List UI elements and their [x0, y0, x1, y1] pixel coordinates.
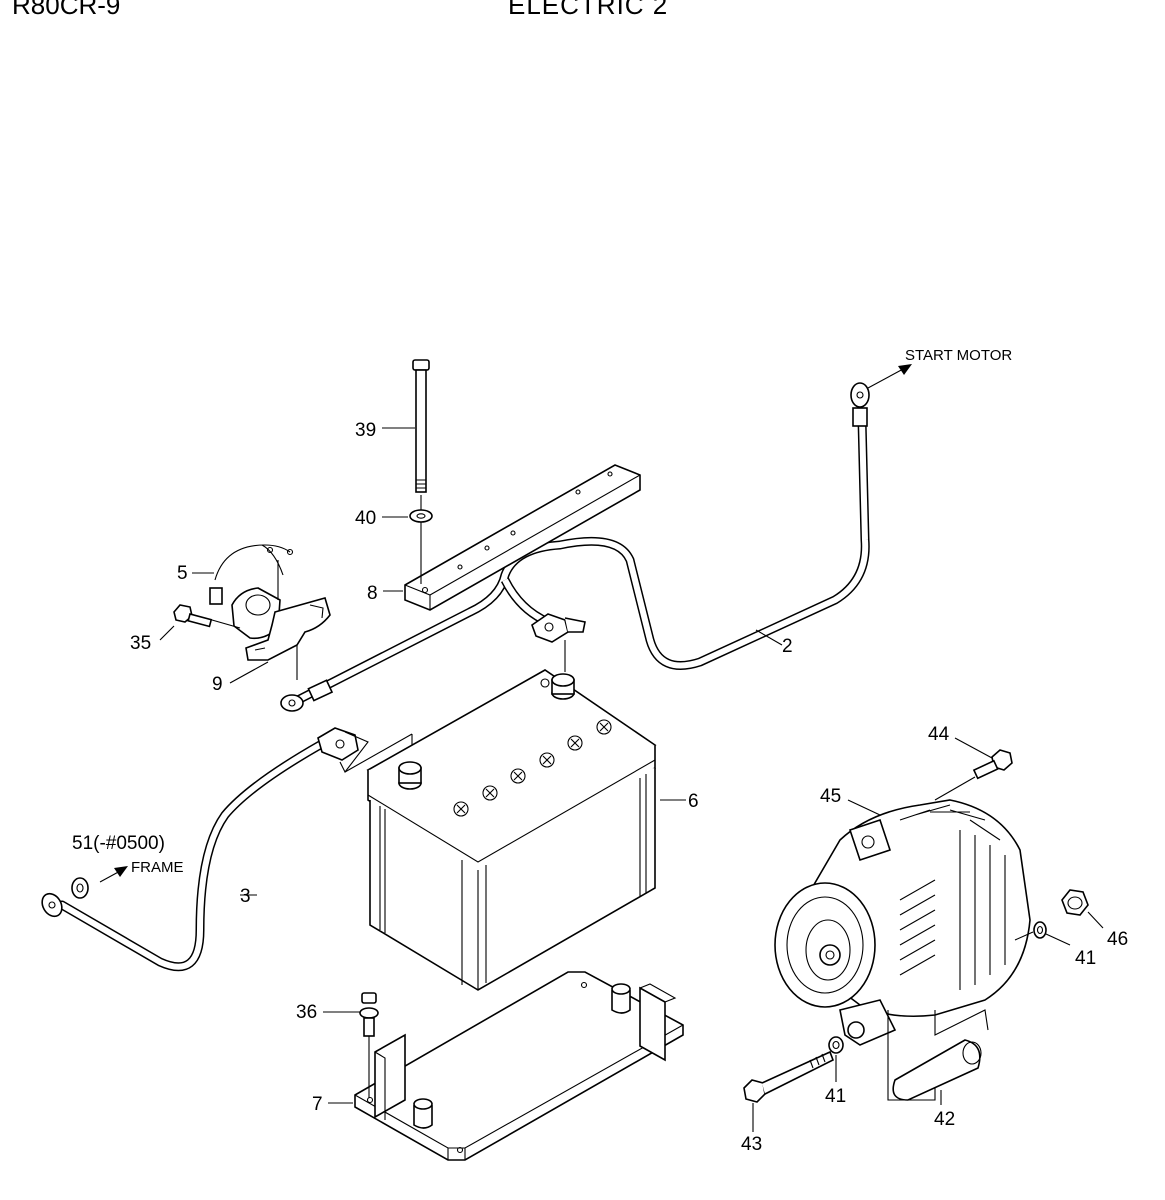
leader-lines [159, 427, 1104, 1132]
callouts: 39 40 8 5 35 9 2 6 51(-#0500) 3 36 7 44 … [72, 347, 1128, 1155]
washer-40 [409, 509, 433, 584]
callout-8: 8 [367, 583, 378, 604]
callout-7: 7 [312, 1094, 323, 1115]
callout-2: 2 [782, 636, 793, 657]
bolt-43 [743, 1050, 835, 1103]
callout-40: 40 [355, 508, 376, 529]
washer-41-right [1014, 921, 1047, 941]
washer-51 [71, 877, 89, 899]
arrow-frame [99, 866, 128, 883]
callout-45: 45 [820, 786, 841, 807]
bolt-44 [934, 749, 1013, 801]
relay-5 [209, 544, 294, 640]
callout-42: 42 [934, 1109, 955, 1130]
bolt-39 [412, 359, 430, 510]
callout-5: 5 [177, 563, 188, 584]
battery-terminal-pos [551, 673, 575, 700]
battery-6 [366, 669, 657, 991]
callout-35: 35 [130, 633, 151, 654]
callout-9: 9 [212, 674, 223, 695]
alternator-45 [774, 799, 1031, 1101]
battery-terminal-neg [398, 761, 422, 790]
callout-39: 39 [355, 420, 376, 441]
callout-36: 36 [296, 1002, 317, 1023]
model-code: R80CR-9 [12, 0, 121, 20]
bracket-9 [245, 597, 331, 680]
tray-7 [354, 971, 684, 1161]
cable-3 [41, 727, 413, 972]
cable-2 [280, 382, 870, 712]
washer-41-left [828, 1036, 844, 1054]
callout-44: 44 [928, 724, 950, 745]
bolt-35 [173, 604, 241, 629]
callout-43: 43 [741, 1134, 762, 1155]
spacer-42 [892, 1039, 982, 1101]
page-title: ELECTRIC 2 [508, 0, 669, 20]
callout-41-right: 41 [1075, 948, 1096, 969]
callout-3: 3 [240, 886, 251, 907]
callout-6: 6 [688, 791, 699, 812]
callout-41-left: 41 [825, 1086, 846, 1107]
bracket-8 [404, 464, 641, 611]
callout-46: 46 [1107, 929, 1128, 950]
nut-46 [1061, 889, 1089, 916]
note-start-motor: START MOTOR [905, 347, 1012, 364]
bolt-36 [359, 992, 379, 1098]
callout-51: 51(-#0500) [72, 833, 165, 854]
arrow-start-motor [867, 364, 912, 389]
note-frame: FRAME [131, 859, 184, 876]
